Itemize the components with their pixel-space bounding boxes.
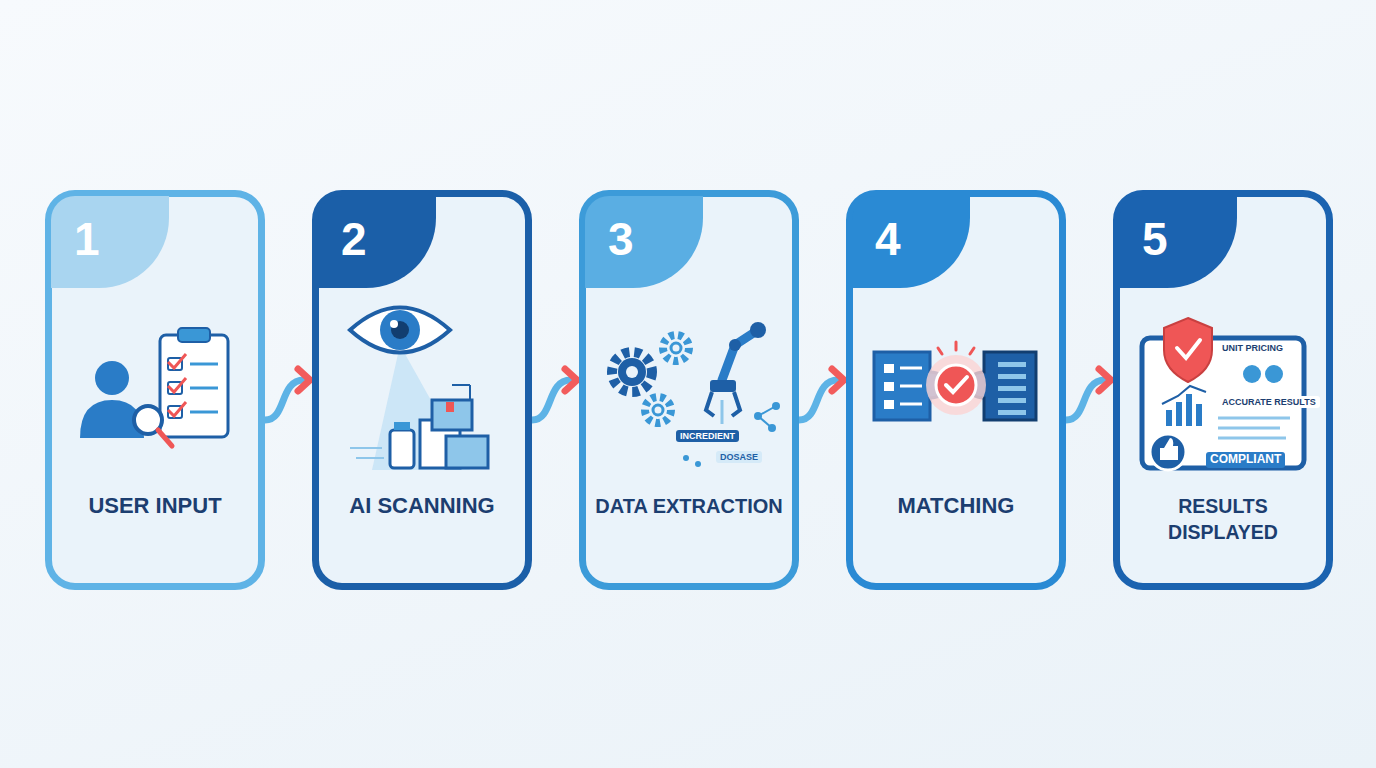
number-tab <box>852 196 970 288</box>
step-number: 1 <box>74 211 100 267</box>
number-tab <box>51 196 169 288</box>
flow-arrow <box>1066 369 1111 420</box>
flow-arrow <box>265 369 310 420</box>
icon-label: UNIT PRICING <box>1218 342 1287 354</box>
step-number: 5 <box>1142 211 1168 267</box>
results-icon <box>1142 318 1304 470</box>
icon-label: ACCURATE RESULTS <box>1218 396 1320 408</box>
step-title: AI SCANNING <box>327 493 517 519</box>
icon-label: DOSASE <box>716 451 762 463</box>
icon-label: INCREDIENT <box>676 430 739 442</box>
number-tab <box>585 196 703 288</box>
data-extraction-icon <box>612 322 780 467</box>
process-card: 3DATA EXTRACTION <box>579 190 799 590</box>
step-number: 2 <box>341 211 367 267</box>
matching-icon <box>874 342 1036 420</box>
icon-label: COMPLIANT <box>1206 452 1285 468</box>
step-number: 4 <box>875 211 901 267</box>
step-title: MATCHING <box>861 493 1051 519</box>
flow-arrow <box>799 369 844 420</box>
process-card: 1USER INPUT <box>45 190 265 590</box>
flow-arrow <box>532 369 577 420</box>
number-tab <box>318 196 436 288</box>
step-title: DATA EXTRACTION <box>594 493 784 519</box>
step-title: USER INPUT <box>60 493 250 519</box>
ai-scanning-icon <box>350 308 488 471</box>
step-number: 3 <box>608 211 634 267</box>
number-tab <box>1119 196 1237 288</box>
step-title: RESULTS DISPLAYED <box>1128 493 1318 545</box>
user-input-icon <box>80 328 228 446</box>
